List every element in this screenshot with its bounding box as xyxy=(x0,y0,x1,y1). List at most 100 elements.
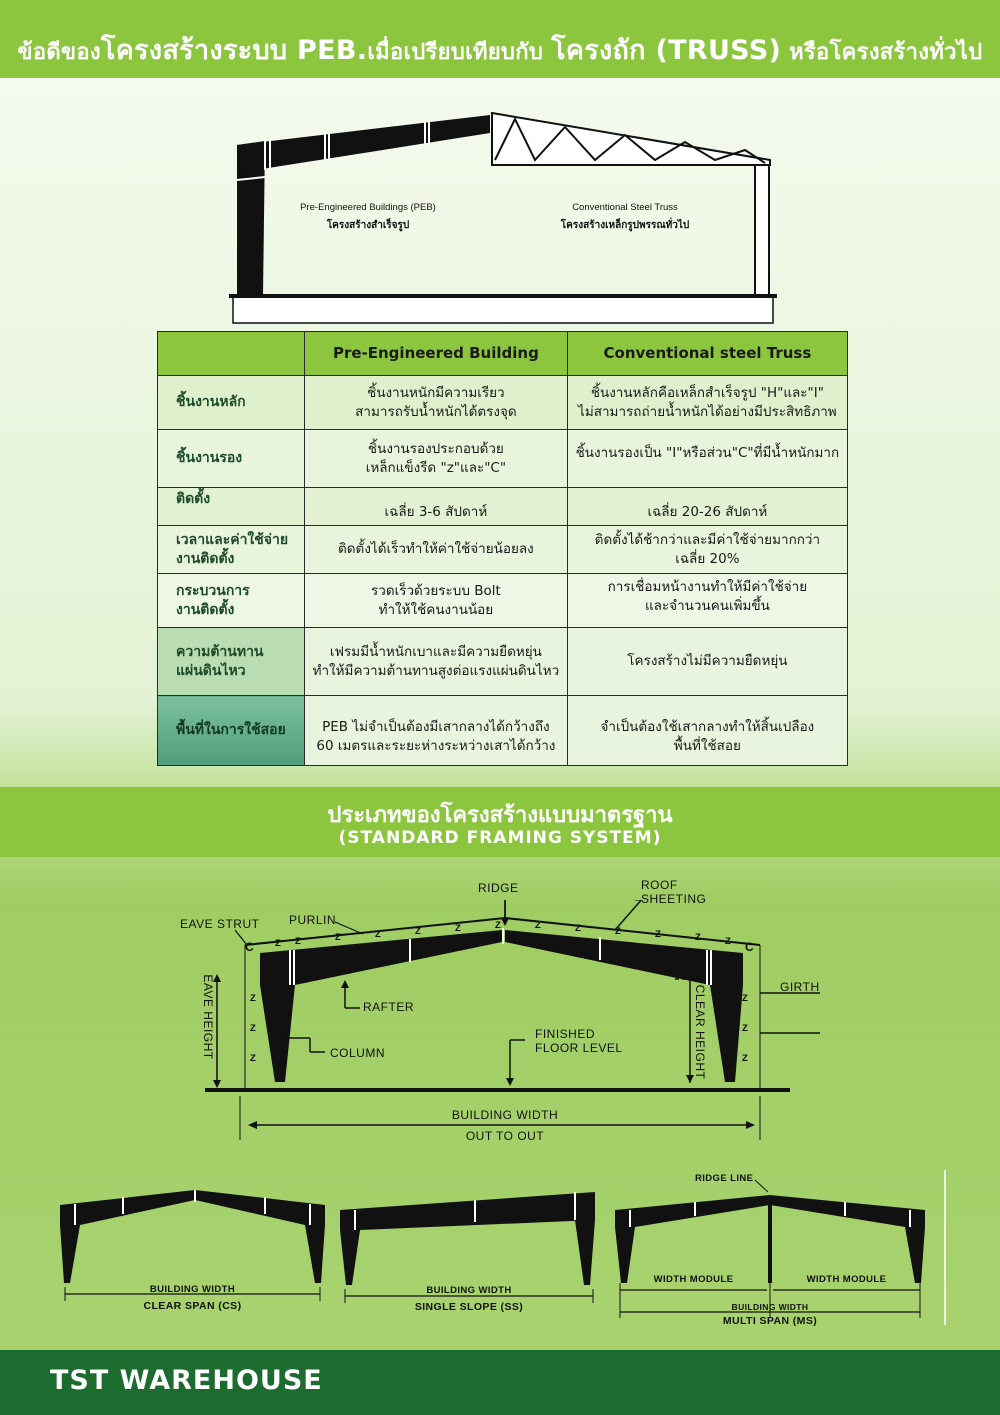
z-mark: Z xyxy=(615,926,622,937)
purlin-marks: Z Z Z Z Z Z Z Z Z Z Z Z Z Z Z Z Z Z Z xyxy=(250,920,755,1078)
z-mark: Z xyxy=(655,929,662,940)
cell-line: สามารถรับน้ำหนักได้ตรงจุด xyxy=(355,403,517,420)
roof-sheeting-label-1: ROOF xyxy=(641,878,678,892)
truss-cell: โครงสร้างไม่มีความยืดหยุ่น xyxy=(566,627,849,696)
finished-floor-label-2: FLOOR LEVEL xyxy=(535,1041,623,1055)
row-header-line: ชิ้นงานรอง xyxy=(176,450,243,466)
cell-line: ชิ้นงานหนักมีความเรียว xyxy=(367,384,505,401)
z-mark: Z xyxy=(250,993,257,1004)
row-header: พื้นที่ในการใช้สอย xyxy=(157,695,305,766)
ms-width-module-2: WIDTH MODULE xyxy=(806,1274,887,1285)
column-label: COLUMN xyxy=(330,1046,386,1060)
row-header: ชิ้นงานหลัก xyxy=(157,375,305,430)
table-row: ความต้านทานแผ่นดินไหว เฟรมมีน้ำหนักเบาแล… xyxy=(157,627,849,696)
table-header-empty xyxy=(157,331,305,376)
eave-height-label: EAVE HEIGHT xyxy=(201,974,215,1060)
z-mark: Z xyxy=(742,1023,749,1034)
ss-name-label: SINGLE SLOPE (SS) xyxy=(414,1301,524,1313)
cell-line: 60 เมตรและระยะห่างระหว่างเสาได้กว้าง xyxy=(316,738,556,754)
cell-line: ติดตั้งได้เร็วทำให้ค่าใช้จ่ายน้อยลง xyxy=(338,541,534,557)
title-part-b: โครงสร้างระบบ PEB. xyxy=(100,35,368,66)
truss-cell: ชิ้นงานรองเป็น "I"หรือส่วน"C"ที่มีน้ำหนั… xyxy=(566,429,849,488)
peb-cell: ติดตั้งได้เร็วทำให้ค่าใช้จ่ายน้อยลง xyxy=(304,525,568,574)
table-row: ติดตั้ง เฉลี่ย 3-6 สัปดาห์ เฉลี่ย 20-26 … xyxy=(157,487,849,526)
table-row: ชิ้นงานรอง ชิ้นงานรองประกอบด้วยเหล็กแข็ง… xyxy=(157,429,849,488)
z-mark: Z xyxy=(250,1023,257,1034)
cell-line: เฟรมมีน้ำหนักเบาและมีความยืดหยุ่น xyxy=(329,643,542,660)
cell-line: เฉลี่ย 20-26 สัปดาห์ xyxy=(647,504,768,520)
ridge-label: RIDGE xyxy=(478,881,519,895)
table-header-truss: Conventional steel Truss xyxy=(566,331,849,376)
rafter-label: RAFTER xyxy=(363,1000,414,1014)
truss-cell: จำเป็นต้องใช้เสากลางทำให้สิ้นเปลืองพื้นท… xyxy=(566,695,849,766)
peb-cell: เฟรมมีน้ำหนักเบาและมีความยืดหยุ่นทำให้มี… xyxy=(304,627,568,696)
section-title-th: ประเภทของโครงสร้างแบบมาตรฐาน xyxy=(327,803,673,828)
peb-label-th: โครงสร้างสำเร็จรูป xyxy=(326,220,410,231)
peb-cell: PEB ไม่จำเป็นต้องมีเสากลางได้กว้างถึง 60 … xyxy=(304,695,568,766)
clear-height-label: CLEAR HEIGHT xyxy=(693,984,707,1080)
ms-ridge-line-label: RIDGE LINE xyxy=(695,1173,754,1184)
title-part-e: หรือโครงสร้างทั่วไป xyxy=(789,40,983,65)
table-row: เวลาและค่าใช้จ่ายงานติดตั้ง ติดตั้งได้เร… xyxy=(157,525,849,574)
table-header-row: Pre-Engineered Building Conventional ste… xyxy=(157,331,849,376)
truss-cell: การเชื่อมหน้างานทำให้มีค่าใช้จ่ายและจำนว… xyxy=(566,573,849,628)
z-mark: Z xyxy=(575,923,582,934)
ss-width-label: BUILDING WIDTH xyxy=(426,1285,512,1296)
z-mark: Z xyxy=(725,936,732,947)
footer-brand: TST WAREHOUSE xyxy=(50,1365,323,1396)
finished-floor-label-1: FINISHED xyxy=(535,1027,596,1041)
cell-line: เฉลี่ย 20% xyxy=(675,550,740,567)
z-mark: Z xyxy=(535,920,542,931)
cell-line: และจำนวนคนเพิ่มขึ้น xyxy=(644,598,770,614)
table-header-peb: Pre-Engineered Building xyxy=(304,331,568,376)
z-mark: Z xyxy=(375,929,382,940)
cell-line: การเชื่อมหน้างานทำให้มีค่าใช้จ่าย xyxy=(607,579,808,595)
page-title: ข้อดีของโครงสร้างระบบ PEB.เมื่อเปรียบเที… xyxy=(0,28,1000,71)
z-mark: Z xyxy=(295,936,302,947)
cell-line: ทำให้มีความต้านทานสูงต่อแรงแผ่นดินไหว xyxy=(312,662,560,679)
z-mark: Z xyxy=(695,932,702,943)
purlin-label: PURLIN xyxy=(289,913,337,927)
peb-cell: ชิ้นงานรองประกอบด้วยเหล็กแข็งรีด "z"และ"… xyxy=(304,429,568,488)
header-bar xyxy=(0,0,1000,78)
row-header-line: เวลาและค่าใช้จ่าย xyxy=(176,531,289,548)
comparison-table: Pre-Engineered Building Conventional ste… xyxy=(157,331,849,766)
section-band xyxy=(0,787,1000,857)
row-header-line: พื้นที่ในการใช้สอย xyxy=(176,722,286,738)
z-mark: Z xyxy=(415,926,422,937)
cell-line: โครงสร้างไม่มีความยืดหยุ่น xyxy=(627,653,788,669)
row-header: เวลาและค่าใช้จ่ายงานติดตั้ง xyxy=(157,525,305,574)
cell-line: เหล็กแข็งรีด "z"และ"C" xyxy=(365,459,507,476)
z-mark: Z xyxy=(742,993,749,1004)
z-mark: Z xyxy=(250,1053,257,1064)
row-header-line: งานติดตั้ง xyxy=(176,601,235,618)
row-header-line: แผ่นดินไหว xyxy=(176,662,246,679)
row-header-line: ความต้านทาน xyxy=(176,643,264,660)
row-header-line: ชิ้นงานหลัก xyxy=(176,394,246,410)
z-mark: Z xyxy=(495,920,502,931)
row-header-line: กระบวนการ xyxy=(176,582,250,599)
cs-width-label: BUILDING WIDTH xyxy=(149,1284,236,1295)
row-header: ชิ้นงานรอง xyxy=(157,429,305,488)
cell-line: ชิ้นงานรองเป็น "I"หรือส่วน"C"ที่มีน้ำหนั… xyxy=(575,445,840,461)
z-mark: Z xyxy=(742,1053,749,1064)
eave-strut-c-left: C xyxy=(245,940,255,954)
cell-line: ชิ้นงานรองประกอบด้วย xyxy=(367,440,504,457)
ms-width-module-1: WIDTH MODULE xyxy=(653,1274,734,1285)
z-mark: Z xyxy=(335,932,342,943)
title-part-c: เมื่อเปรียบเทียบกับ xyxy=(367,40,544,65)
ms-name-label: MULTI SPAN (MS) xyxy=(722,1315,818,1327)
eave-strut-label: EAVE STRUT xyxy=(180,917,260,931)
footer-bar xyxy=(0,1350,1000,1415)
cell-line: ชิ้นงานหลักคือเหล็กสำเร็จรูป "H"และ"I" xyxy=(590,384,824,401)
row-header: กระบวนการงานติดตั้ง xyxy=(157,573,305,628)
z-mark: Z xyxy=(455,923,462,934)
roof-sheeting-label-2: SHEETING xyxy=(641,892,707,906)
truss-label-th: โครงสร้างเหล็กรูปพรรณทั่วไป xyxy=(560,220,690,231)
cell-line: PEB ไม่จำเป็นต้องมีเสากลางได้กว้างถึง xyxy=(322,719,550,735)
section-title-en: (STANDARD FRAMING SYSTEM) xyxy=(338,828,662,848)
cell-line: ทำให้ใช้คนงานน้อย xyxy=(378,601,494,618)
cs-name-label: CLEAR SPAN (CS) xyxy=(143,1300,242,1312)
row-header-line: งานติดตั้ง xyxy=(176,550,235,567)
peb-cell: เฉลี่ย 3-6 สัปดาห์ xyxy=(304,487,568,526)
